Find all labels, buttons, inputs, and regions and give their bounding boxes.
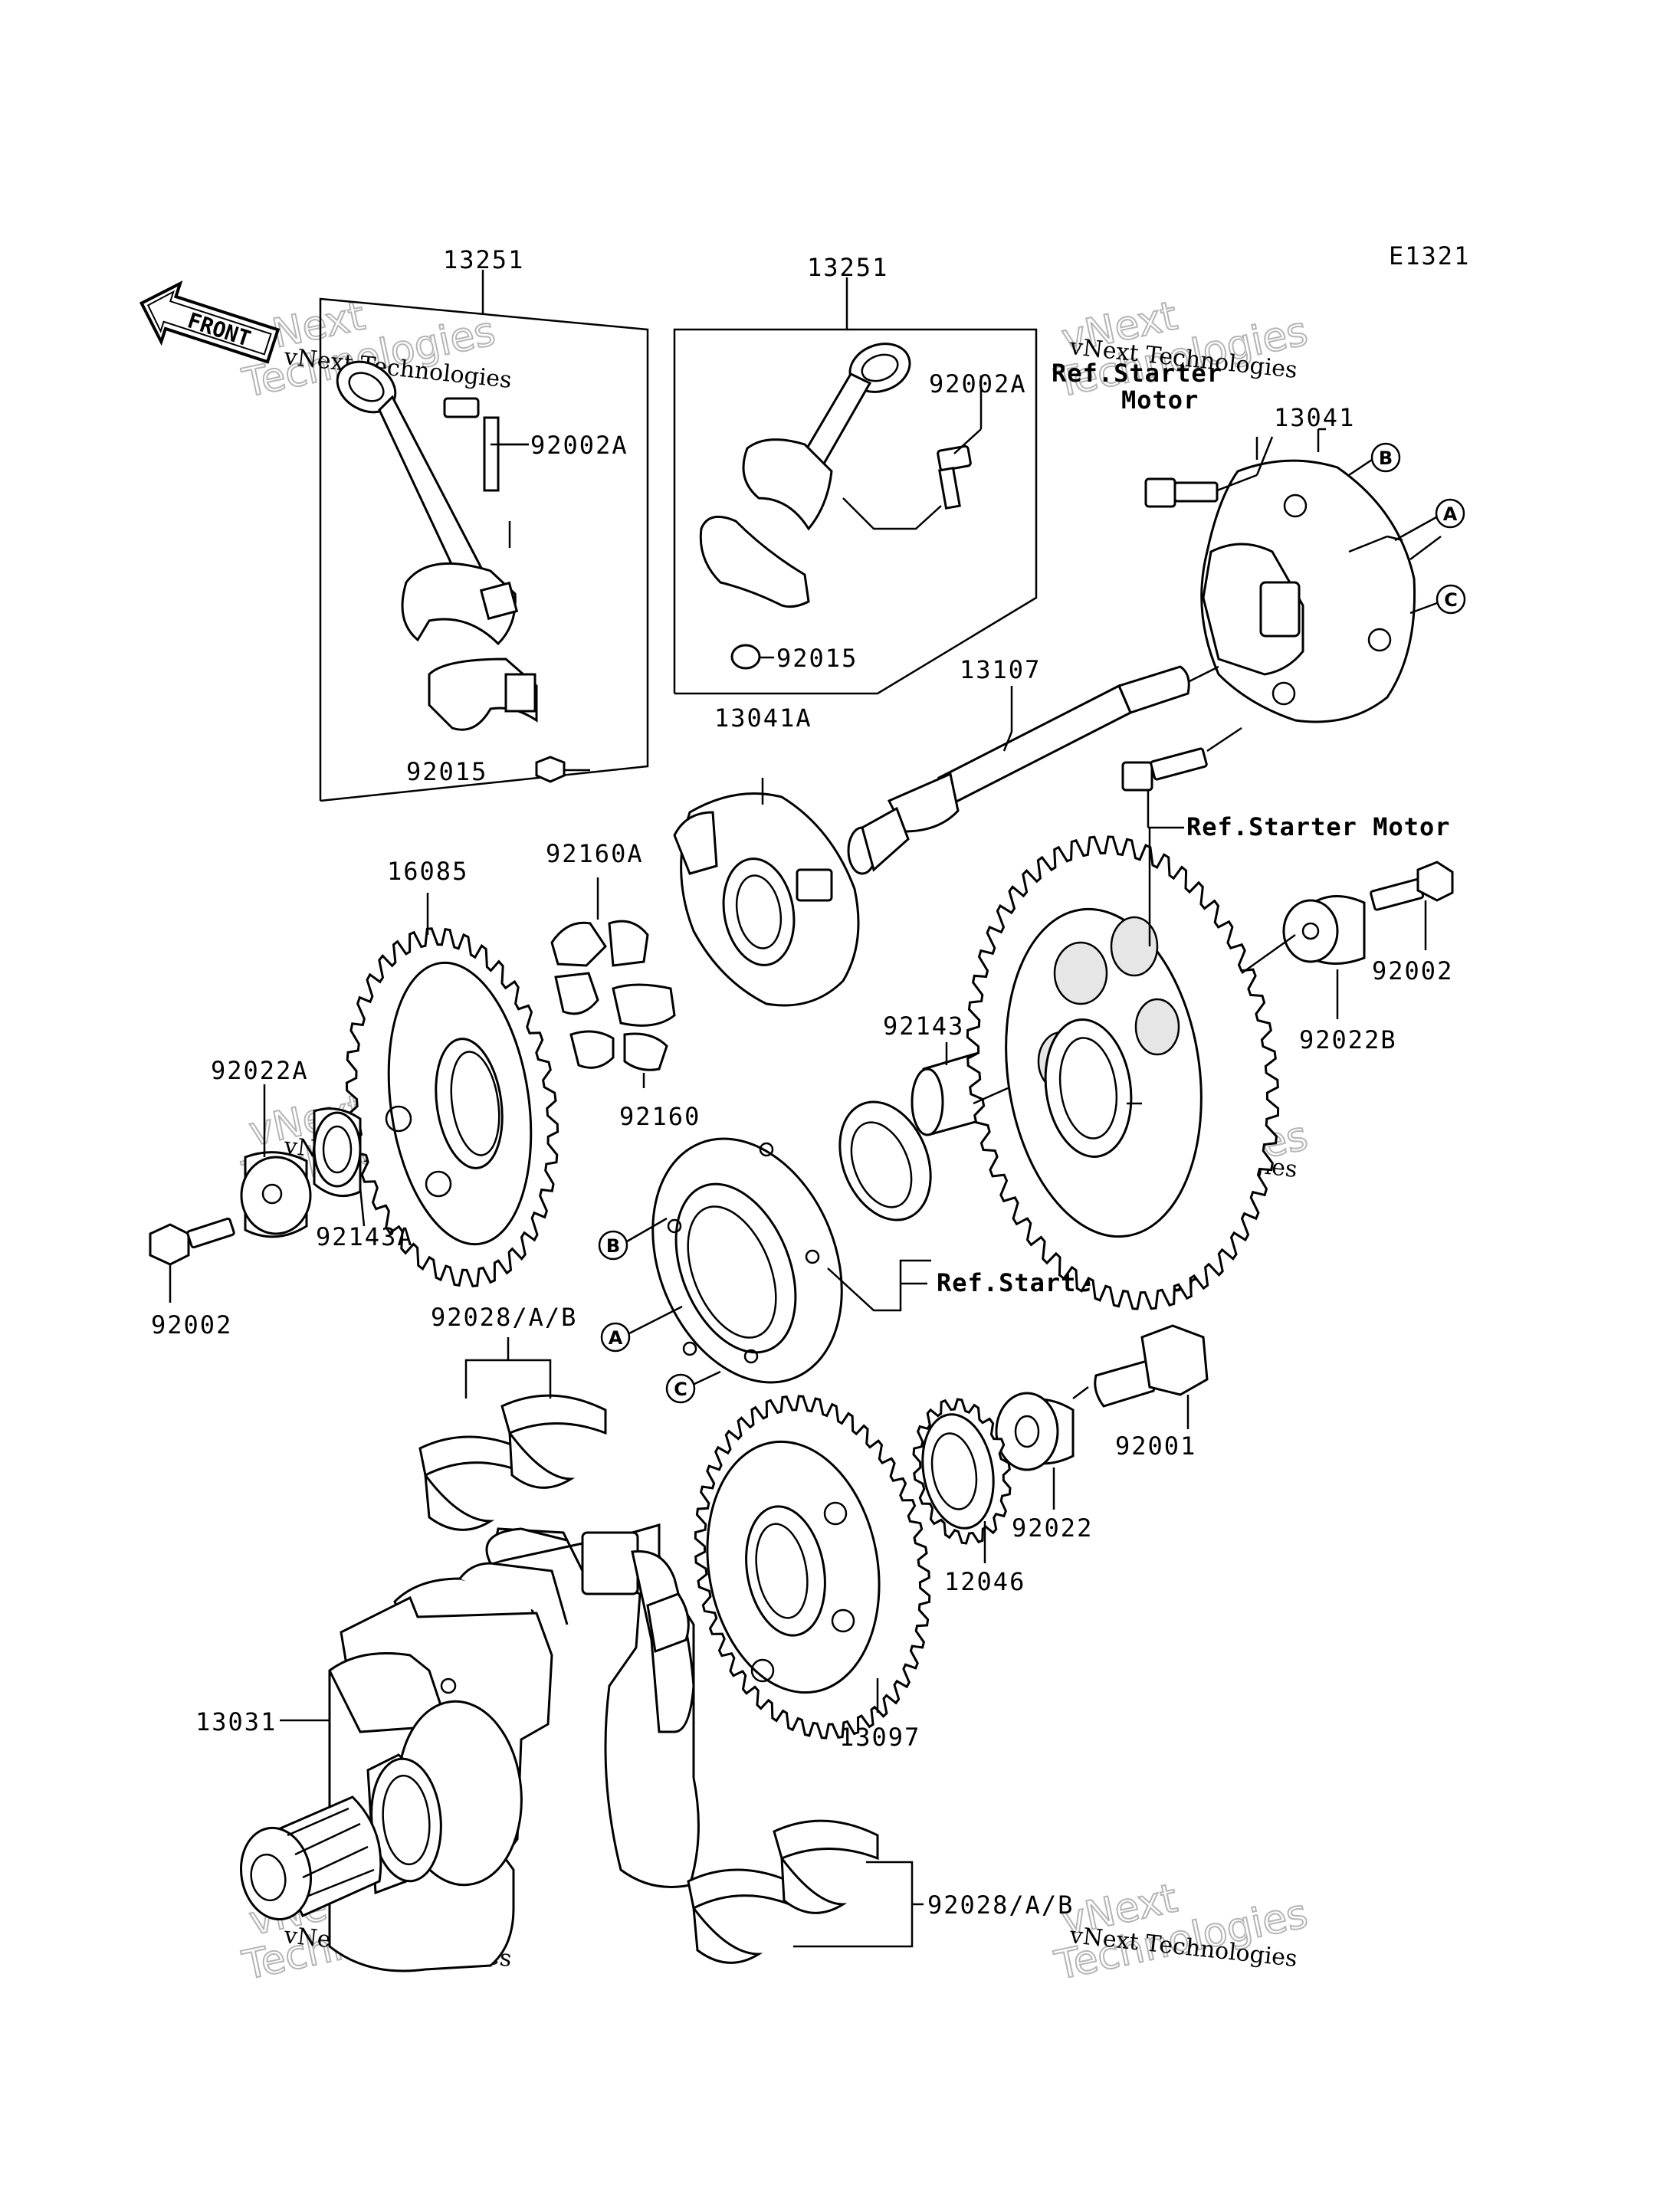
marker-c-top: C [1409,584,1466,615]
label-92002a-right: 92002A [929,369,1027,398]
starter-gear-large [966,835,1280,1310]
label-92022: 92022 [1012,1513,1093,1543]
bolt-92002-left [149,1217,235,1303]
conrod-assembly-right [673,277,1038,695]
bolt-92002-right [1370,861,1454,950]
svg-text:C: C [1444,589,1458,611]
label-92002-right: 92002 [1372,956,1453,985]
label-92002-left: 92002 [151,1310,232,1340]
label-92002a-left: 92002A [530,431,628,460]
washer-92022a [240,1084,312,1238]
marker-a-top: A [1394,498,1465,542]
label-13097: 13097 [839,1723,920,1752]
label-13251-left: 13251 [443,245,524,274]
bearing-shells-lower [687,1819,924,1964]
bolt-92001 [1094,1324,1209,1429]
label-13107: 13107 [960,655,1041,684]
ref-starter-motor-top-line2: Motor [1121,385,1199,415]
label-92015-left: 92015 [406,757,487,786]
label-92001: 92001 [1115,1431,1196,1461]
svg-text:A: A [609,1327,623,1349]
svg-text:C: C [674,1379,687,1400]
label-92143a: 92143A [316,1222,414,1251]
label-12046: 12046 [944,1567,1025,1596]
marker-a-mid: A [600,1305,683,1353]
label-13041: 13041 [1274,403,1355,432]
label-13031: 13031 [195,1707,277,1736]
bearing-shells-upper [418,1337,607,1531]
gear-12046 [912,1398,1012,1563]
svg-text:B: B [606,1235,620,1257]
label-92022a: 92022A [211,1056,309,1085]
shaft-13107 [847,665,1219,875]
front-arrow-icon: FRONT [139,280,281,364]
label-92143: 92143 [883,1012,964,1041]
starter-clutch-holder-13041 [1200,428,1442,723]
svg-text:A: A [1443,503,1458,525]
ref-starter-motor-low: Ref.Starter Motor [1186,812,1451,841]
label-92028-lower: 92028/A/B [927,1890,1074,1920]
collar-92143a [313,1107,366,1227]
crankshaft-13031 [239,1523,700,1972]
damper-92160 [550,877,676,1088]
marker-c-mid: C [665,1370,721,1404]
starter-clutch-holder-13041a [673,778,860,1007]
label-92015-right: 92015 [776,644,858,673]
gear-13097 [694,1395,931,1740]
gear-16085 [345,893,559,1287]
bolt-ref-starter-top [1144,436,1274,508]
bolt-ref-starter-mid [1121,726,1242,828]
label-92022b: 92022B [1299,1025,1397,1054]
ring-washer [838,1100,932,1221]
marker-b-mid: B [598,1217,668,1261]
label-92160: 92160 [619,1102,701,1131]
diagram-code: E1321 [1389,241,1470,271]
label-92160a: 92160A [546,839,644,868]
label-92028-upper: 92028/A/B [431,1303,577,1332]
washer-92022 [995,1386,1089,1510]
conrod-assembly-left [319,270,649,802]
label-16085: 16085 [387,857,468,886]
ref-starter-motor-top-line1: Ref.Starter [1052,359,1222,388]
starter-clutch-ring [651,1137,843,1384]
washer-92022b [1241,895,1366,1019]
marker-b-top: B [1348,442,1401,477]
svg-text:B: B [1379,448,1393,469]
label-13251-right: 13251 [807,253,888,282]
label-13041a: 13041A [714,703,812,733]
